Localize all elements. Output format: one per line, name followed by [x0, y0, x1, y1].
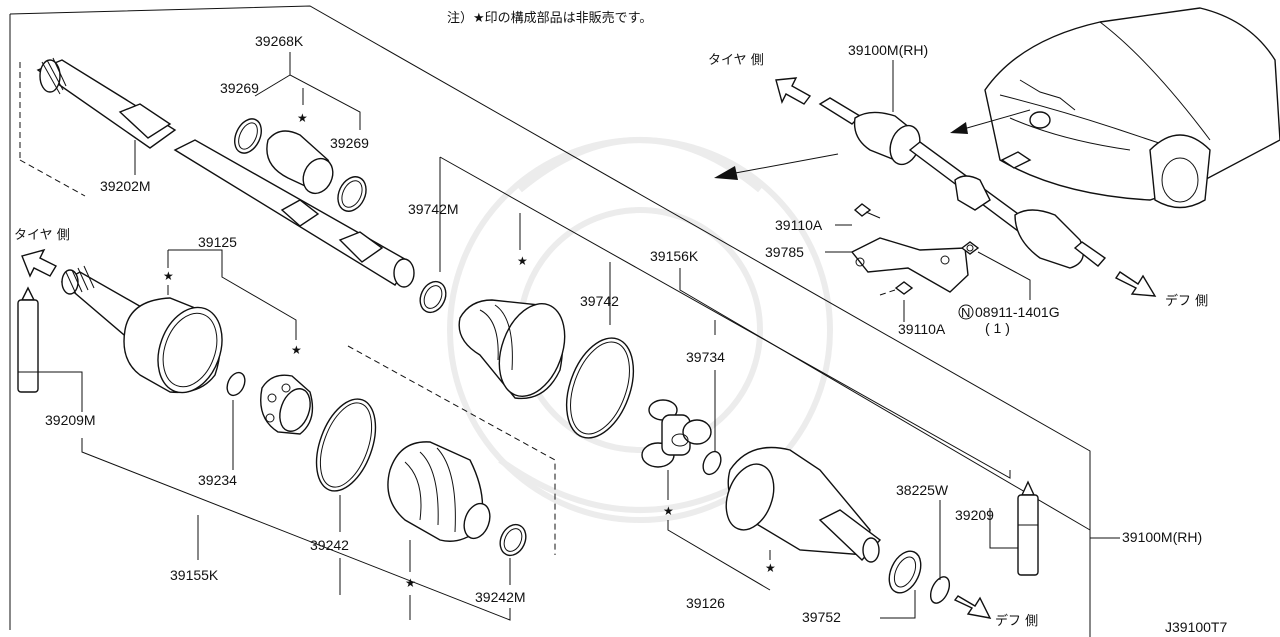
part-bracket-39785[interactable] — [850, 237, 969, 293]
part-bolt-39110A-top[interactable] — [853, 203, 881, 219]
part-outer-joint-39125[interactable] — [60, 265, 233, 402]
part-snap-ring-39734[interactable] — [700, 449, 725, 478]
part-shaft-39202M[interactable] — [36, 57, 415, 288]
part-inner-housing-39126[interactable] — [718, 446, 882, 563]
arrow-diff-bottom-icon — [953, 595, 992, 619]
part-snap-ring-39234[interactable] — [224, 370, 249, 399]
arrow-tire-right-icon — [775, 77, 812, 105]
part-boot-band-39242[interactable] — [305, 391, 387, 499]
star-mark: ★ — [405, 576, 416, 590]
label-38225W[interactable]: 38225W — [896, 482, 949, 498]
label-39156K[interactable]: 39156K — [650, 248, 699, 264]
note-text: 注）★印の構成部品は非販売です。 — [447, 10, 652, 26]
label-39125[interactable]: 39125 — [198, 234, 237, 250]
side-label-tire-left: タイヤ 側 — [14, 228, 70, 243]
part-inner-race-ball-cage[interactable] — [260, 374, 316, 435]
label-39734[interactable]: 39734 — [686, 349, 725, 365]
part-boot-39268K[interactable] — [266, 130, 338, 198]
star-mark: ★ — [297, 111, 308, 125]
label-39752[interactable]: 39752 — [802, 609, 841, 625]
part-boot-band-39269-right[interactable] — [333, 172, 372, 216]
part-boot-band-39242M[interactable] — [495, 520, 530, 559]
label-39209M[interactable]: 39209M — [45, 412, 96, 428]
label-39202M[interactable]: 39202M — [100, 178, 151, 194]
part-nut-08911[interactable] — [960, 241, 980, 255]
label-39785[interactable]: 39785 — [765, 244, 804, 260]
label-39209[interactable]: 39209 — [955, 507, 994, 523]
label-39234[interactable]: 39234 — [198, 472, 237, 488]
star-mark: ★ — [517, 254, 528, 268]
label-08911-qty: ( 1 ) — [985, 320, 1010, 336]
label-39155K[interactable]: 39155K — [170, 567, 219, 583]
part-bolt-39110A-bottom[interactable] — [879, 281, 914, 296]
side-label-tire-right: タイヤ 側 — [708, 53, 764, 68]
label-39742[interactable]: 39742 — [580, 293, 619, 309]
label-39110A-top[interactable]: 39110A — [775, 217, 823, 233]
part-boot-band-39269-left[interactable] — [230, 115, 267, 158]
arrow-location-icon — [950, 109, 1031, 134]
part-boot-band-39742[interactable] — [554, 329, 646, 447]
n-mark: N — [961, 305, 970, 320]
star-mark: ★ — [163, 269, 174, 283]
label-39269-right[interactable]: 39269 — [330, 135, 369, 151]
label-08911-1401G[interactable]: 08911-1401G — [975, 304, 1060, 320]
label-39268K[interactable]: 39268K — [255, 33, 304, 49]
star-mark: ★ — [765, 561, 776, 575]
label-39269-left[interactable]: 39269 — [220, 80, 259, 96]
label-39110A-bottom[interactable]: 39110A — [898, 321, 946, 337]
part-oil-seal-39752[interactable] — [883, 546, 927, 598]
vehicle-illustration — [984, 7, 1280, 209]
part-driveshaft-assembly-39100M[interactable] — [818, 97, 1107, 269]
label-39100M-rh-side[interactable]: 39100M(RH) — [1122, 529, 1202, 545]
star-mark: ★ — [663, 504, 674, 518]
arrow-diff-top-icon — [1114, 271, 1157, 297]
arrow-tire-left-icon — [21, 248, 57, 278]
star-mark: ★ — [291, 343, 302, 357]
part-outer-boot[interactable] — [387, 441, 494, 542]
explode-direction-arrow-icon — [714, 153, 839, 180]
label-39742M[interactable]: 39742M — [408, 201, 459, 217]
part-grease-39209M[interactable] — [17, 286, 39, 393]
label-39100M-rh-top[interactable]: 39100M(RH) — [848, 42, 928, 58]
part-band-39742M[interactable] — [415, 277, 450, 316]
side-label-diff-top: デフ 側 — [1165, 293, 1208, 309]
part-grease-39209[interactable] — [1017, 480, 1039, 576]
diagram-code: J39100T7 — [1165, 619, 1227, 635]
assembly-frame — [9, 5, 1091, 637]
label-39242[interactable]: 39242 — [310, 537, 349, 553]
part-circlip-38225W[interactable] — [927, 574, 953, 606]
part-inner-boot[interactable] — [458, 295, 576, 406]
part-tripod-joint[interactable] — [641, 399, 712, 468]
side-label-diff-bottom: デフ 側 — [995, 613, 1038, 629]
label-39126[interactable]: 39126 — [686, 595, 725, 611]
label-39242M[interactable]: 39242M — [475, 589, 526, 605]
